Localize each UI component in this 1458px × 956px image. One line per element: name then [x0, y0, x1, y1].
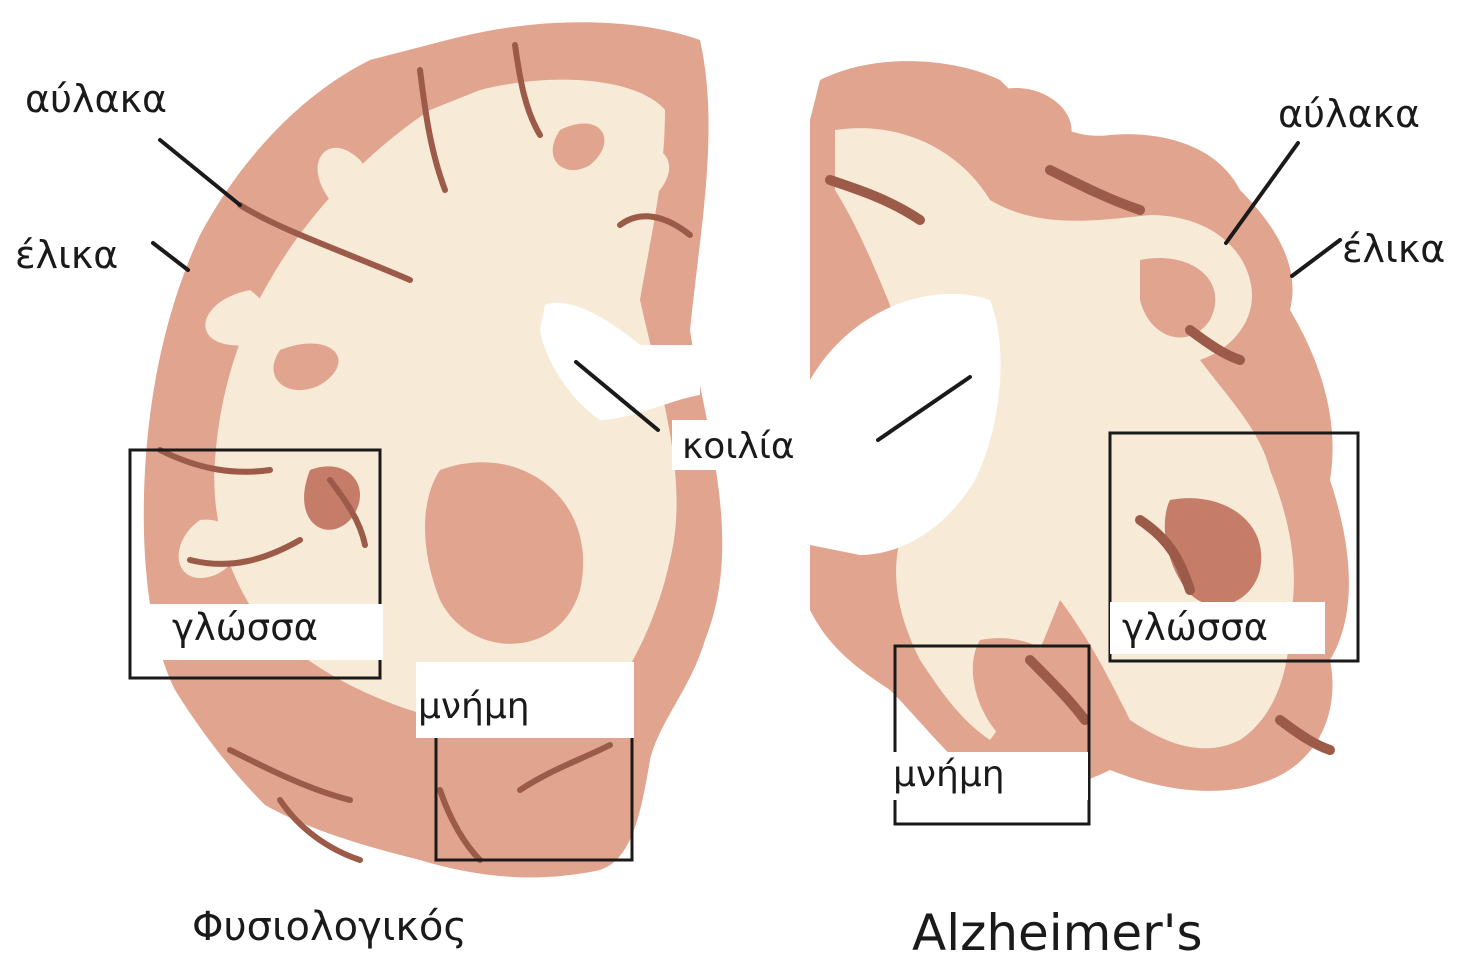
left-language-label: γλώσσα [172, 606, 318, 649]
right-language-label: γλώσσα [1122, 606, 1268, 649]
ventricle-label: κοιλία [682, 426, 795, 467]
alzheimers-brain [810, 61, 1349, 792]
left-caption: Φυσιολογικός [192, 904, 467, 950]
right-memory-label: μνήμη [893, 754, 1005, 795]
right-gyrus-label: έλικα [1342, 227, 1445, 271]
right-gyrus-pointer [1292, 240, 1340, 276]
right-caption: Alzheimer's [912, 904, 1203, 956]
right-sulcus-label: αύλακα [1278, 92, 1420, 136]
left-gyrus-label: έλικα [15, 233, 118, 277]
left-sulcus-pointer [160, 140, 240, 205]
left-sulcus-label: αύλακα [25, 77, 167, 121]
left-gyrus-pointer [153, 243, 188, 270]
left-memory-label: μνήμη [418, 686, 530, 727]
